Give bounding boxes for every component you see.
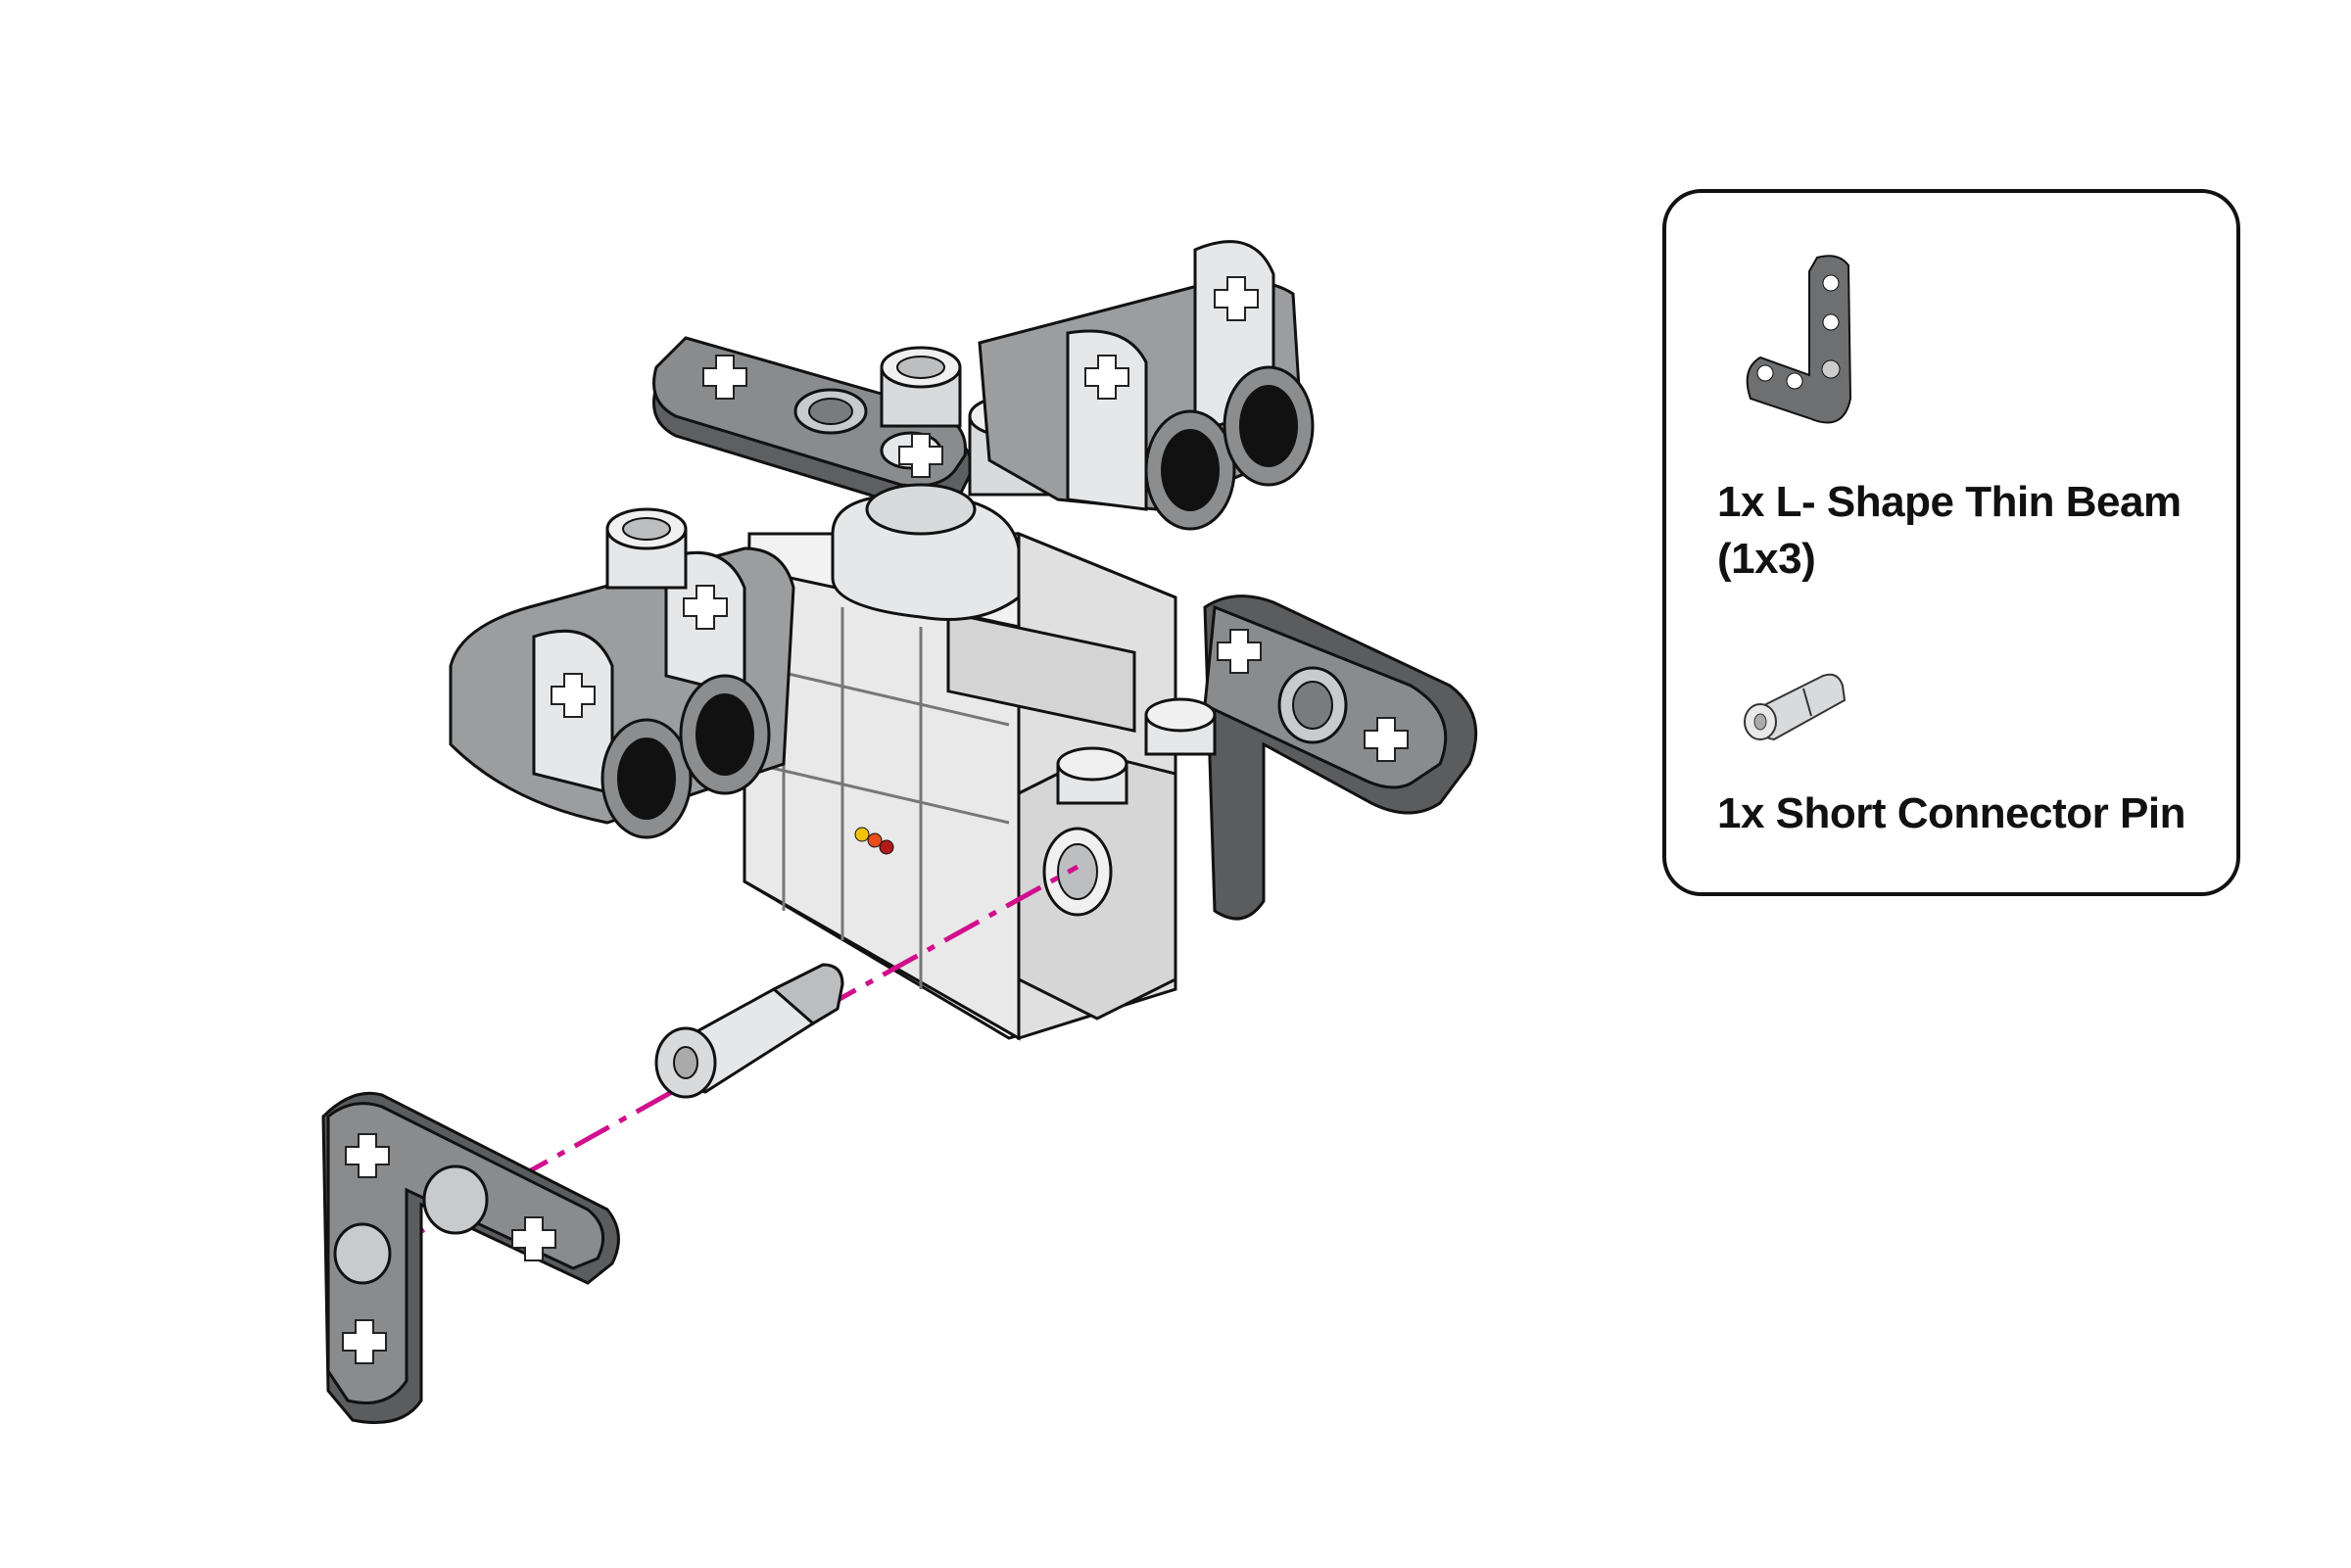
parts-list-panel: 1x L- Shape Thin Beam (1x3) 1x Short Con… bbox=[1662, 189, 2240, 896]
part-label-short-connector-pin: 1x Short Connector Pin bbox=[1717, 789, 2185, 837]
left-angle-connector bbox=[449, 507, 795, 839]
upper-right-angle-connector bbox=[978, 240, 1315, 531]
part-label-l-shape-beam: 1x L- Shape Thin Beam (1x3) bbox=[1717, 478, 2182, 583]
right-thin-beam bbox=[1203, 594, 1478, 921]
l-shape-thin-beam-icon bbox=[1746, 255, 1852, 424]
motor-pin-blocks bbox=[1017, 697, 1217, 1021]
l-shape-thin-beam bbox=[321, 1091, 620, 1424]
short-connector-pin bbox=[654, 963, 844, 1099]
short-connector-pin-icon bbox=[1744, 673, 1847, 741]
